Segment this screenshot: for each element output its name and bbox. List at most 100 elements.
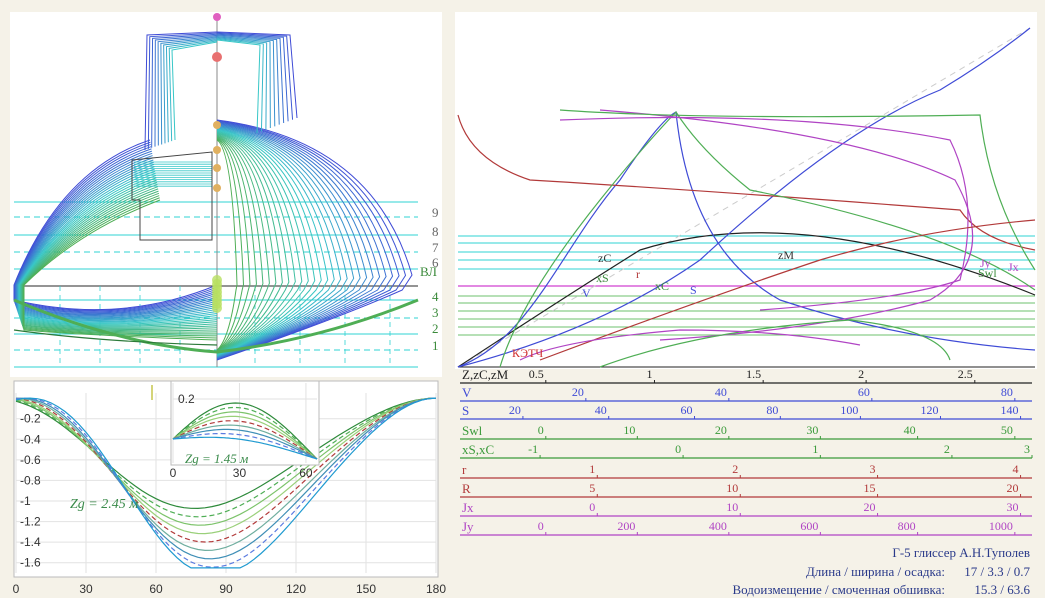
chart-large-xtick-label: 60	[149, 582, 163, 596]
curve-R	[539, 219, 1036, 361]
scale-tick-label-2: 20	[509, 403, 521, 417]
bow-frame-19	[216, 133, 290, 354]
scale-tick-label-2: 120	[920, 403, 938, 417]
scale-tick-label-4: 2	[944, 442, 950, 456]
chart-inset-series	[172, 402, 318, 460]
scale-tick-label-3: 0	[538, 423, 544, 437]
bow-frame-21	[216, 135, 277, 353]
waterline-label-7: 2	[432, 321, 439, 336]
chart-large-series-8	[15, 397, 437, 569]
dims-label: Длина / ширина / осадка:	[806, 564, 945, 579]
scale-tick-label-8: 600	[800, 519, 818, 533]
curve-label-Jy: Jy	[980, 256, 991, 270]
scale-name-2: S	[462, 403, 469, 418]
center-marker-1	[213, 146, 221, 154]
vessel-title: Г-5 глиссер А.Н.Туполев	[892, 545, 1030, 560]
chart-inset-grid	[172, 383, 317, 463]
chart-inset-series-1	[172, 406, 318, 460]
chart-large-ytick-label: -0.4	[20, 432, 41, 446]
scale-tick-label-3: 10	[623, 423, 635, 437]
bow-frame-17	[216, 132, 303, 355]
chart-inset-series-0	[172, 402, 318, 460]
scale-tick-label-8: 1000	[989, 519, 1013, 533]
cabin-bow-8	[216, 38, 264, 132]
bow-frame-2	[216, 120, 400, 360]
curve-label-S: S	[690, 283, 697, 297]
scale-tick-label-4: 1	[812, 442, 818, 456]
curve-label-zM: zM	[778, 248, 794, 262]
curve-label-Jx: Jx	[1008, 260, 1019, 274]
scale-tick-label-2: 60	[681, 403, 693, 417]
bow-frame-6	[216, 123, 374, 359]
curve-label-xC: xC	[655, 279, 669, 293]
cabin-stern-5	[160, 37, 218, 145]
hydro-curve-lines	[457, 27, 1036, 368]
curve-label-Swl: Swl	[978, 266, 997, 280]
curve-Jy	[559, 116, 969, 311]
waterline-label-8: 1	[432, 338, 439, 353]
waterline-label-0: 9	[432, 205, 439, 220]
scale-tick-label-2: 140	[1001, 403, 1019, 417]
chart-large-series-5	[15, 397, 437, 552]
chart-inset-ytick-label: 0.2	[178, 392, 195, 406]
chart-large-xtick-label: 180	[426, 582, 446, 596]
scale-tick-label-5: 4	[1013, 462, 1019, 476]
waterline-label-2: 7	[432, 240, 439, 255]
curve-area	[599, 319, 951, 368]
scale-tick-label-8: 0	[538, 519, 544, 533]
scale-name-5: r	[462, 462, 467, 477]
waterline-label-3: 6	[432, 255, 439, 270]
scale-tick-label-5: 2	[732, 462, 738, 476]
scale-tick-label-3: 40	[904, 423, 916, 437]
chart-large-ytick-label: -0.6	[20, 453, 41, 467]
cabin-bow-7	[216, 37, 268, 130]
scale-tick-label-0: 0.5	[529, 367, 544, 381]
scale-name-1: V	[462, 385, 472, 400]
chart-inset-series-8	[172, 436, 318, 460]
chart-inset-panel	[170, 380, 320, 466]
chart-large-ytick-label: -0.2	[20, 412, 41, 426]
bow-frame-14	[216, 129, 322, 356]
bow-frame-7	[216, 124, 368, 358]
cabin-bow-3	[216, 34, 285, 124]
chart-inset-series-7	[172, 432, 318, 460]
chart-large-ytick-label: -0.8	[20, 473, 41, 487]
bow-frame-0	[216, 119, 413, 361]
scale-tick-label-5: 1	[589, 462, 595, 476]
dims-value: 17 / 3.3 / 0.7	[964, 564, 1030, 579]
scale-tick-label-8: 800	[898, 519, 916, 533]
curve-label-V: V	[582, 286, 591, 300]
cabin-stern-3	[154, 34, 218, 147]
cg-marker	[212, 52, 222, 62]
chart-large-series-2	[15, 397, 437, 526]
chart-large-xtick-label: 30	[79, 582, 93, 596]
scale-tick-label-4: -1	[528, 442, 538, 456]
chart-large-series	[15, 385, 437, 569]
cabin-stern-8	[168, 40, 218, 142]
bow-frame-27	[216, 139, 238, 351]
chart-large-series-7	[15, 397, 437, 568]
bow-frame-26	[216, 138, 244, 351]
bow-frame-11	[216, 127, 342, 357]
waterline-label-5: 4	[432, 289, 439, 304]
chart-inset-xtick-label: 30	[233, 466, 247, 480]
chart-large-ytick-label: -1.6	[20, 556, 41, 570]
scale-tick-label-4: 3	[1024, 442, 1030, 456]
curve-label-КЭТЧ: КЭТЧ	[512, 346, 543, 360]
scale-tick-label-8: 200	[617, 519, 635, 533]
scale-tick-label-6: 15	[864, 481, 876, 495]
wl-center-marker-7	[212, 303, 222, 313]
bow-frame-15	[216, 130, 316, 355]
chart-inset-series-3	[172, 415, 318, 460]
cabin-bow-5	[216, 35, 276, 127]
bow-frame-3	[216, 121, 394, 360]
cabin-bow-6	[216, 36, 271, 129]
chart-large-series-3	[15, 397, 437, 535]
scale-tick-label-0: 2	[858, 367, 864, 381]
chart-large-series-6	[15, 397, 437, 560]
scale-tick-label-4: 0	[675, 442, 681, 456]
scale-tick-label-7: 30	[1007, 500, 1019, 514]
chine-line	[13, 329, 218, 346]
